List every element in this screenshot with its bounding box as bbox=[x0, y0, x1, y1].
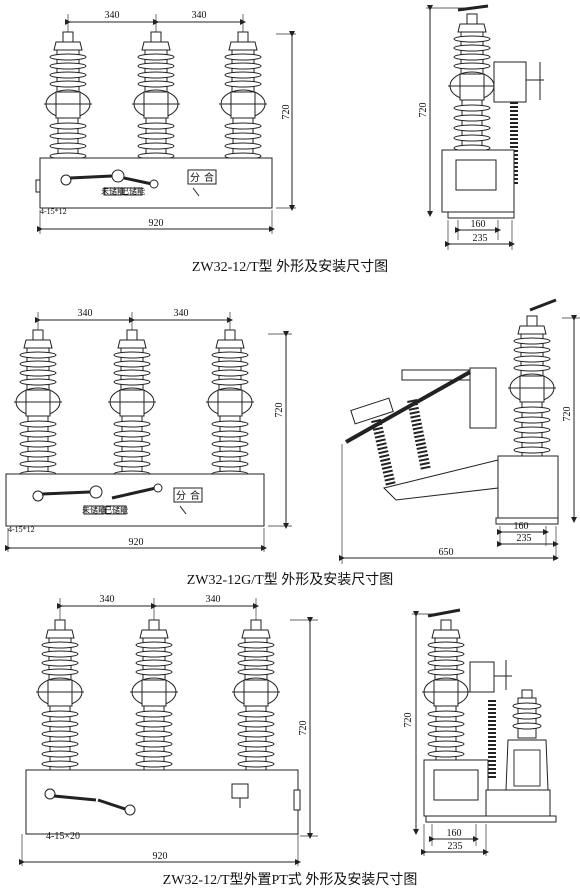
operating-handle-icon bbox=[32, 490, 44, 502]
side-view-1: 720 160 235 bbox=[418, 4, 544, 250]
pitch-dimension: 340 bbox=[78, 308, 93, 319]
depth-dimension: 235 bbox=[473, 233, 488, 244]
side-height-dimension: 720 bbox=[418, 103, 429, 118]
breaker-tank bbox=[25, 769, 299, 835]
mounting-hole-spec: 4-15*12 bbox=[40, 207, 67, 216]
pt-transformer-icon bbox=[505, 689, 549, 791]
width-dimension: 920 bbox=[129, 537, 144, 548]
open-label: 分 bbox=[190, 172, 200, 184]
open-label: 分 bbox=[176, 490, 186, 502]
side-height-dimension: 720 bbox=[403, 713, 414, 728]
operating-handle-icon bbox=[60, 174, 72, 186]
pitch-dimension: 340 bbox=[206, 594, 221, 605]
depth-dimension: 160 bbox=[447, 828, 462, 839]
insulator-icon bbox=[447, 13, 497, 165]
figure-1: 340 340 未储能 已储能 分 合 720 4-15*12 bbox=[35, 4, 544, 275]
side-height-dimension: 720 bbox=[562, 407, 573, 422]
insulator-icon bbox=[421, 619, 471, 771]
depth-dimension: 235 bbox=[448, 841, 463, 852]
figure-caption: ZW32-12G/T型 外形及安装尺寸图 bbox=[187, 572, 393, 588]
figure-caption: ZW32-12/T型外置PT式 外形及安装尺寸图 bbox=[163, 872, 418, 888]
height-dimension: 720 bbox=[274, 403, 285, 418]
figure-caption: ZW32-12/T型 外形及安装尺寸图 bbox=[192, 259, 388, 275]
insulator-icon bbox=[35, 619, 85, 771]
insulator-icon bbox=[107, 329, 157, 481]
figure-2: 340 340 未储能 已储能 分 合 720 4-15*12 bbox=[5, 298, 580, 588]
front-view-2: 340 340 未储能 已储能 分 合 720 4-15*12 bbox=[5, 308, 292, 552]
pitch-dimension: 340 bbox=[100, 594, 115, 605]
spring-charged-label: 已储能 bbox=[121, 186, 145, 196]
mounting-hole-spec: 4-15×20 bbox=[46, 831, 80, 842]
figure-3: 340 340 720 4-15×20 920 bbox=[19, 594, 557, 888]
front-view-1: 340 340 未储能 已储能 分 合 720 4-15*12 bbox=[35, 10, 296, 234]
pitch-dimension: 340 bbox=[192, 10, 207, 21]
side-view-2: 720 160 235 650 bbox=[339, 298, 580, 564]
width-dimension: 920 bbox=[149, 218, 164, 229]
operating-handle-icon bbox=[44, 788, 56, 800]
depth-dimension: 160 bbox=[514, 521, 529, 532]
insulator-icon bbox=[205, 329, 255, 481]
width-dimension: 920 bbox=[153, 851, 168, 862]
spring-uncharged-label: 未储能 bbox=[82, 505, 106, 515]
height-dimension: 720 bbox=[298, 721, 309, 736]
front-view-3: 340 340 720 4-15×20 920 bbox=[19, 594, 318, 866]
height-dimension: 720 bbox=[281, 105, 292, 120]
pitch-dimension: 340 bbox=[105, 10, 120, 21]
mounting-hole-spec: 4-15*12 bbox=[8, 525, 35, 534]
spring-charged-label: 已储能 bbox=[104, 505, 128, 515]
depth-dimension: 235 bbox=[517, 533, 532, 544]
depth-dimension: 160 bbox=[471, 219, 486, 230]
breaker-tank bbox=[5, 473, 265, 527]
close-label: 合 bbox=[204, 171, 214, 184]
pitch-dimension: 340 bbox=[174, 308, 189, 319]
insulator-icon bbox=[13, 329, 63, 481]
side-view-3: 720 160 bbox=[403, 608, 557, 856]
close-label: 合 bbox=[190, 489, 200, 502]
overall-dimension: 650 bbox=[439, 547, 454, 558]
spring-uncharged-label: 未储能 bbox=[101, 186, 125, 196]
insulator-icon bbox=[507, 315, 557, 467]
insulator-icon bbox=[231, 619, 281, 771]
insulator-icon bbox=[129, 619, 179, 771]
